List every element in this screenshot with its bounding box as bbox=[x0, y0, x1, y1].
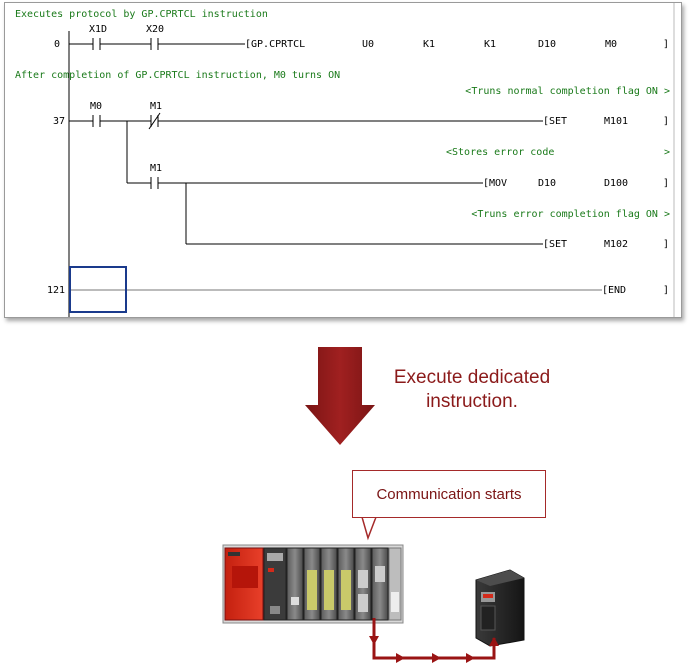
inverter-icon bbox=[475, 569, 525, 647]
arrowhead-icon bbox=[466, 653, 475, 663]
instr-set-m102: [SET bbox=[543, 239, 567, 250]
svg-text:K1: K1 bbox=[484, 39, 496, 50]
instr-set-m101: [SET bbox=[543, 116, 567, 127]
svg-text:U0: U0 bbox=[362, 39, 374, 50]
svg-text:M101: M101 bbox=[604, 116, 628, 127]
contact-m0-label: M0 bbox=[90, 101, 102, 112]
arrowhead-icon bbox=[369, 636, 379, 645]
communication-callout: Communication starts bbox=[352, 470, 546, 518]
step-number: 121 bbox=[47, 285, 65, 296]
svg-text:D10: D10 bbox=[538, 39, 556, 50]
svg-text:]: ] bbox=[663, 116, 669, 127]
svg-text:M102: M102 bbox=[604, 239, 628, 250]
contact-m1-no-label: M1 bbox=[150, 163, 162, 174]
svg-text:M0: M0 bbox=[605, 39, 617, 50]
contact-x1d-label: X1D bbox=[89, 24, 107, 35]
instr-cprtcl: [GP.CPRTCL bbox=[245, 39, 305, 50]
step-number: 0 bbox=[54, 39, 60, 50]
comment-normal-flag: <Truns normal completion flag ON > bbox=[465, 86, 670, 97]
svg-text:K1: K1 bbox=[423, 39, 435, 50]
svg-text:>: > bbox=[664, 147, 670, 158]
instr-mov: [MOV bbox=[483, 178, 507, 189]
svg-text:]: ] bbox=[663, 39, 669, 50]
communication-line bbox=[372, 618, 496, 660]
ladder-diagram: Executes protocol by GP.CPRTCL instructi… bbox=[15, 3, 675, 317]
svg-text:]: ] bbox=[663, 239, 669, 250]
arrowhead-icon bbox=[432, 653, 441, 663]
comment-after-completion: After completion of GP.CPRTCL instructio… bbox=[15, 70, 340, 81]
instr-end: [END bbox=[602, 285, 626, 296]
ladder-program-window: Executes protocol by GP.CPRTCL instructi… bbox=[4, 2, 682, 318]
callout-tail bbox=[361, 516, 378, 541]
comment-error-code: <Stores error code bbox=[446, 147, 554, 158]
contact-x20-label: X20 bbox=[146, 24, 164, 35]
svg-text:D10: D10 bbox=[538, 178, 556, 189]
arrowhead-icon bbox=[489, 637, 499, 646]
step-number: 37 bbox=[53, 116, 65, 127]
svg-text:]: ] bbox=[663, 178, 669, 189]
comment-error-flag: <Truns error completion flag ON > bbox=[471, 209, 670, 220]
svg-text:]: ] bbox=[663, 285, 669, 296]
arrowhead-icon bbox=[396, 653, 405, 663]
arrow-caption-line1: Execute dedicated bbox=[393, 367, 551, 388]
svg-text:D100: D100 bbox=[604, 178, 628, 189]
arrow-caption-line2: instruction. bbox=[426, 391, 518, 412]
down-arrow-icon bbox=[305, 347, 375, 445]
contact-m1-nc-label: M1 bbox=[150, 101, 162, 112]
header-comment: Executes protocol by GP.CPRTCL instructi… bbox=[15, 9, 268, 20]
arrow-caption: Execute dedicated instruction. bbox=[382, 366, 562, 414]
plc-rack-icon bbox=[222, 544, 404, 624]
editor-cursor[interactable] bbox=[69, 266, 127, 313]
callout-text: Communication starts bbox=[376, 485, 522, 503]
